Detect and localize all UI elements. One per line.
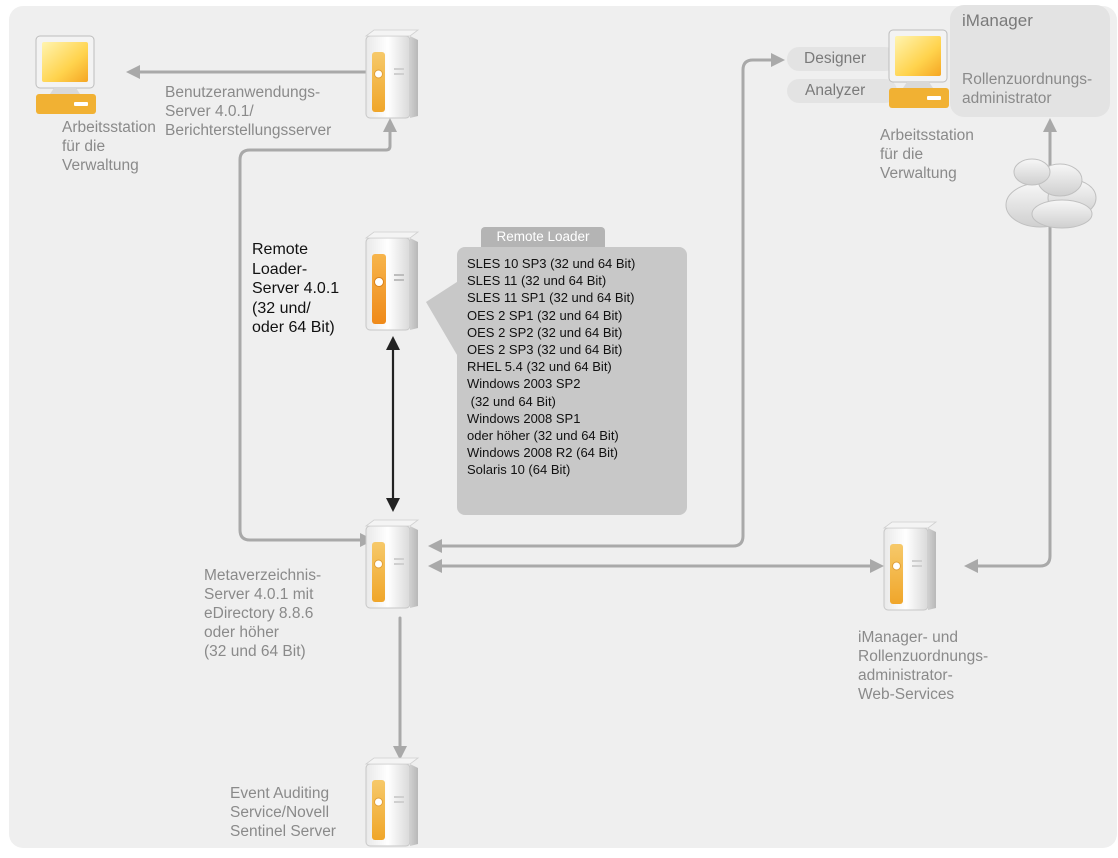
- metadirectory-server-icon: [365, 519, 419, 609]
- remote-loader-tab: Remote Loader: [481, 227, 605, 247]
- platform-item: Windows 2008 R2 (64 Bit): [467, 445, 619, 461]
- workstation-left-icon: [35, 35, 97, 115]
- platform-item: OES 2 SP3 (32 und 64 Bit): [467, 342, 623, 358]
- connector-metadirectory-designer: [436, 58, 777, 548]
- imanager-web-services-icon: [883, 521, 937, 611]
- platform-item: SLES 11 SP1 (32 und 64 Bit): [467, 290, 635, 306]
- imanager-web-services-label: iManager- und Rollenzuordnungs- administ…: [858, 629, 989, 703]
- workstation-left-label: Arbeitsstation für die Verwaltung: [62, 119, 156, 174]
- connector-imanager-rolemapping: [970, 126, 1052, 568]
- designer-pill: [787, 47, 897, 71]
- cloud-icon: [1005, 158, 1097, 229]
- metadirectory-server-label: Metaverzeichnis- Server 4.0.1 mit eDirec…: [204, 567, 322, 660]
- user-app-server-icon: [365, 29, 419, 119]
- platform-item: Solaris 10 (64 Bit): [467, 462, 571, 478]
- platform-item: oder höher (32 und 64 Bit): [467, 428, 619, 444]
- analyzer-label: Analyzer: [805, 82, 866, 99]
- platform-item: RHEL 5.4 (32 und 64 Bit): [467, 359, 612, 375]
- imanager-label: iManager: [962, 11, 1033, 30]
- platform-item: Windows 2008 SP1: [467, 410, 581, 426]
- connector-userapp-metadirectory: [238, 126, 392, 542]
- event-auditing-server-icon: [365, 757, 419, 847]
- remote-loader-platform-list: SLES 10 SP3 (32 und 64 Bit) SLES 11 (32 …: [467, 255, 635, 479]
- user-app-server-label: Benutzeranwendungs- Server 4.0.1/ Berich…: [165, 84, 332, 139]
- platform-item: SLES 10 SP3 (32 und 64 Bit): [467, 256, 636, 271]
- workstation-right-icon: [888, 29, 950, 109]
- callout-pointer: [426, 280, 460, 360]
- imanager-band: [950, 5, 1110, 117]
- remote-loader-server-label: Remote Loader- Server 4.0.1 (32 und/ ode…: [252, 241, 340, 336]
- platform-item: SLES 11 (32 und 64 Bit): [467, 273, 607, 289]
- remote-loader-server-icon: [365, 231, 419, 331]
- designer-label: Designer: [804, 50, 867, 67]
- platform-item: Windows 2003 SP2: [467, 376, 581, 392]
- event-auditing-server-label: Event Auditing Service/Novell Sentinel S…: [230, 785, 336, 840]
- remote-loader-platform-box: [457, 247, 687, 515]
- workstation-right-label: Arbeitsstation für die Verwaltung: [880, 127, 974, 182]
- role-mapping-admin-label: Rollenzuordnungs- administrator: [962, 71, 1093, 107]
- analyzer-pill: [787, 79, 897, 103]
- platform-item: OES 2 SP2 (32 und 64 Bit): [467, 324, 623, 340]
- platform-item: OES 2 SP1 (32 und 64 Bit): [467, 307, 623, 323]
- platform-item: (32 und 64 Bit): [467, 393, 556, 409]
